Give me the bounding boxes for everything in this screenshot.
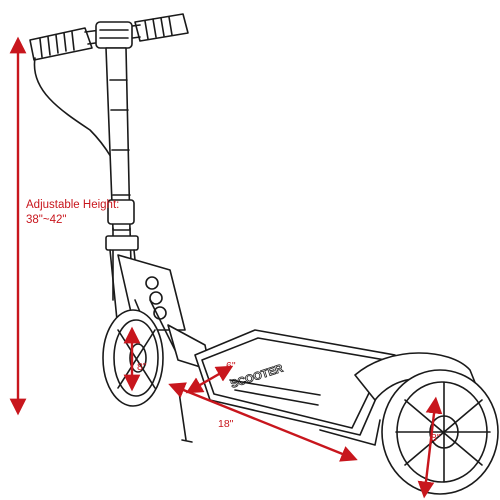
rear-wheel-dimension-line xyxy=(417,396,443,499)
height-label-range: 38"~42" xyxy=(26,214,67,226)
height-label-title: Adjustable Height: xyxy=(26,199,120,211)
deck-length-label: 18" xyxy=(218,418,234,430)
deck-width-label: 6" xyxy=(226,360,236,372)
front-wheel-size-label: 8" xyxy=(137,361,147,373)
deck-length-dimension-line xyxy=(168,382,358,462)
dimension-annotations xyxy=(9,36,443,499)
rear-wheel-size-label: 8" xyxy=(431,432,441,444)
